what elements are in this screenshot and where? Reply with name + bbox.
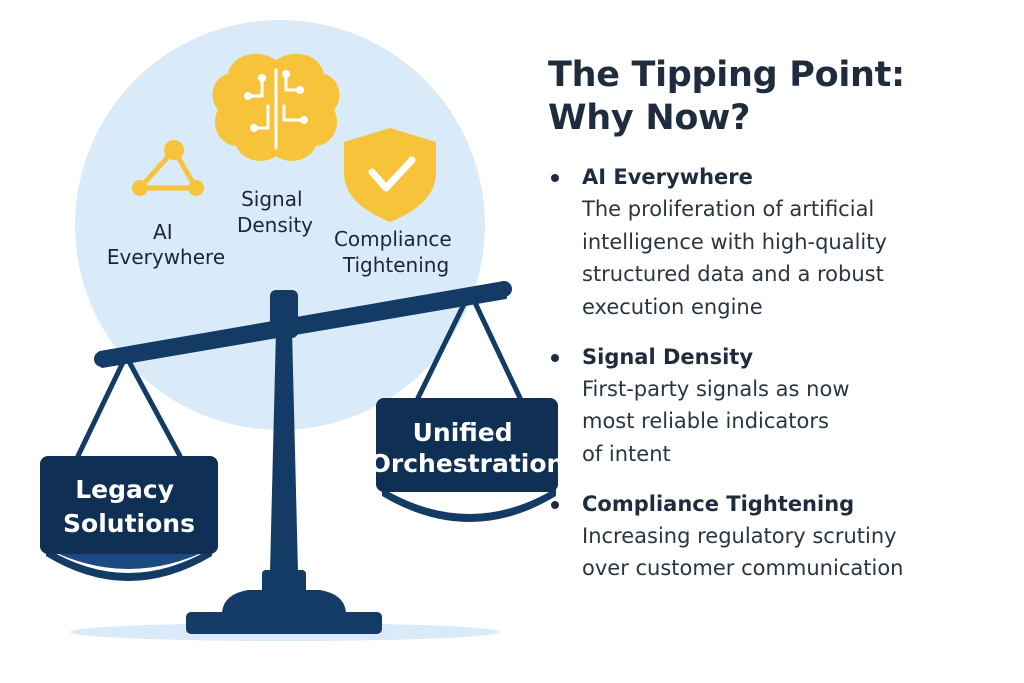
bullet-dot-icon [551, 353, 559, 362]
reasons-list: AI Everywhere The proliferation of artif… [548, 164, 1008, 585]
bullet-dot-icon [551, 500, 559, 509]
list-item-compliance-tightening: Compliance Tightening Increasing regulat… [548, 491, 1008, 585]
list-item-ai-everywhere: AI Everywhere The proliferation of artif… [548, 164, 1008, 323]
list-item-signal-density: Signal Density First-party signals as no… [548, 344, 1008, 471]
pan-label-unified-orchestration: Unified Orchestration [370, 418, 560, 478]
list-item-body: Increasing regulatory scrutiny over cust… [582, 523, 904, 581]
pan-label-legacy-solutions: Legacy Solutions [63, 475, 195, 538]
left-pan-hangers [75, 353, 183, 459]
brain-circuit-icon [212, 53, 340, 161]
list-item-heading: AI Everywhere [582, 165, 753, 190]
balance-scale-icon [94, 281, 512, 634]
text-panel: The Tipping Point: Why Now? AI Everywher… [548, 54, 1008, 605]
right-pan-hangers [415, 289, 523, 401]
shield-check-icon [344, 128, 436, 222]
circle-label-compliance-tightening: Compliance Tightening [334, 227, 458, 277]
balance-scale-illustration: AI Everywhere Signal Density Compliance … [40, 20, 560, 641]
bullet-dot-icon [551, 174, 559, 183]
circle-label-signal-density: Signal Density [237, 187, 313, 237]
right-pan [376, 398, 558, 522]
background-circle [75, 20, 485, 430]
list-item-heading: Compliance Tightening [582, 491, 855, 516]
title-line: Why Now? [548, 98, 751, 139]
list-item-heading: Signal Density [582, 344, 754, 369]
list-item-body: The proliferation of artificial intellig… [582, 197, 887, 320]
list-item-body: First-party signals as now most reliable… [582, 376, 850, 466]
network-icon [132, 140, 204, 196]
circle-label-ai-everywhere: AI Everywhere [107, 220, 225, 269]
page-title: The Tipping Point: Why Now? [548, 54, 1008, 140]
title-line: The Tipping Point: [548, 55, 905, 95]
left-pan [40, 456, 218, 581]
